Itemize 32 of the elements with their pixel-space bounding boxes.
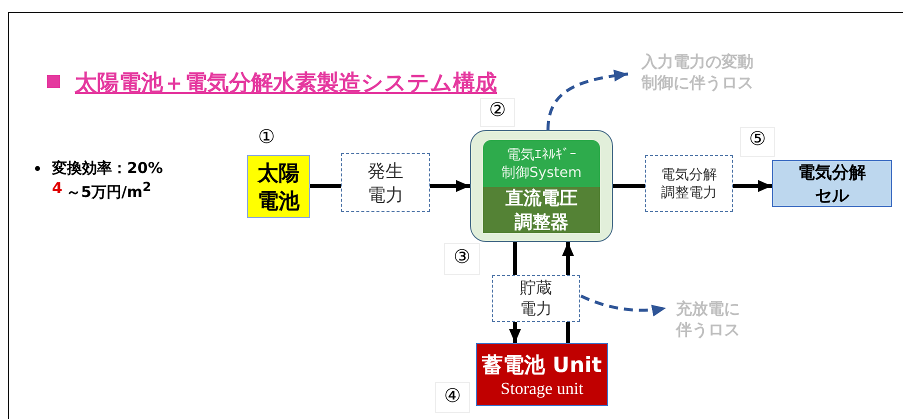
box-title: 蓄電池 Unit (482, 352, 602, 378)
dashed-arrow (580, 294, 666, 316)
price-text: 4 (52, 179, 62, 197)
dashed-arrow (546, 70, 628, 130)
box-subtitle: Storage unit (500, 378, 584, 398)
arrow (509, 322, 521, 343)
callout-number: ② (480, 98, 515, 127)
power-label-box: 貯蔵電力 (492, 275, 580, 322)
container-box (470, 130, 613, 242)
control-system-box: 電気ｴﾈﾙｷﾞｰ制御System (483, 140, 600, 188)
connector-line (513, 242, 517, 275)
connector-line (310, 184, 341, 188)
connector-line (613, 184, 645, 188)
loss-note: 入力電力の変動制御に伴うロス (630, 50, 765, 94)
power-label-box: 発生電力 (341, 153, 430, 212)
connector-line (566, 322, 570, 343)
storage-box (476, 343, 608, 406)
callout-number: ⑤ (740, 127, 775, 157)
callout-number: ① (258, 126, 276, 148)
bullet-text: 変換効率：20% (52, 159, 163, 178)
arrow (562, 242, 574, 275)
price-text: ～5万円/m$^{2}$ (66, 179, 152, 202)
power-label-box: 電気分解調整電力 (645, 155, 733, 212)
callout-number: ④ (435, 382, 470, 413)
callout-number: ③ (444, 243, 480, 275)
regulator-box: 直流電圧調整器 (483, 187, 600, 233)
solar-cell-box: 太陽電池 (247, 155, 310, 218)
title: 太陽電池＋電気分解水素製造システム構成 (75, 70, 497, 98)
electrolysis-cell-box: 電気分解セル (772, 160, 892, 207)
loss-note: 充放電に伴うロス (668, 297, 748, 341)
arrow (733, 180, 772, 192)
arrow (430, 180, 470, 192)
